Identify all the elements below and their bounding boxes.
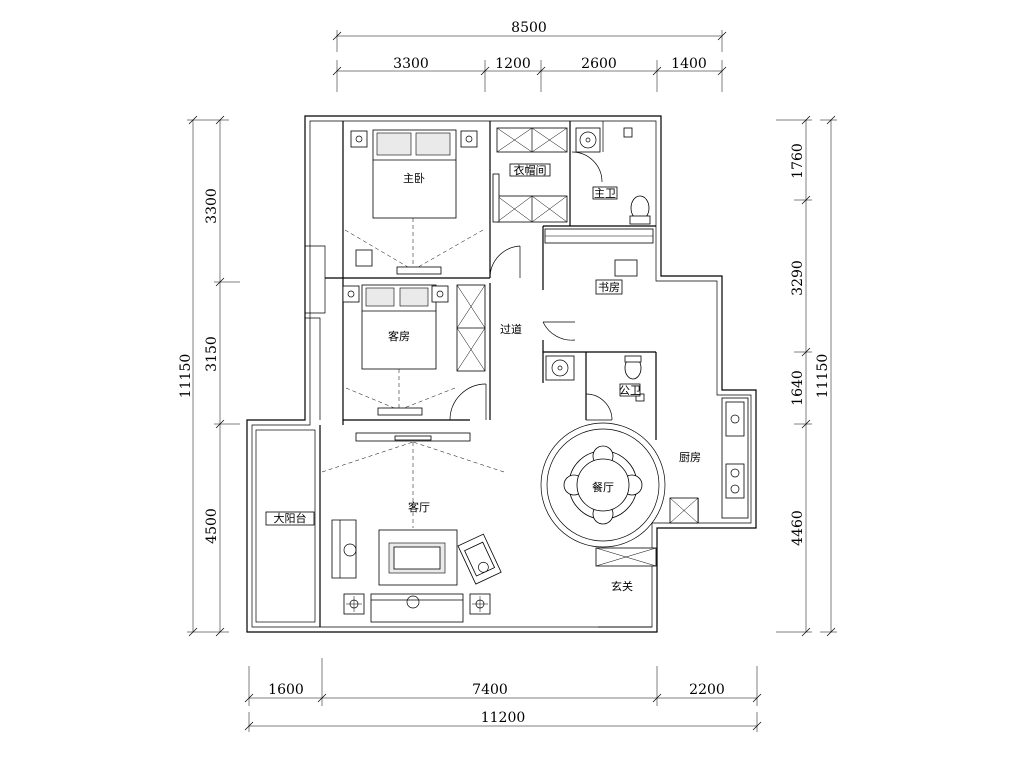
living-room-label: 客厅	[408, 500, 430, 514]
top-dimension-lines	[332, 30, 727, 92]
study-label: 书房	[598, 281, 620, 294]
left-total-dimension: 11150	[178, 354, 194, 399]
bottom-total-dimension: 11200	[481, 710, 526, 726]
interior-walls	[319, 121, 699, 627]
balcony-label: 大阳台	[274, 511, 307, 525]
left-dimension-3: 4500	[204, 508, 220, 544]
top-dimension-3: 2600	[581, 56, 617, 72]
master-bedroom-furniture	[344, 129, 484, 275]
left-dimension-1: 3300	[204, 188, 220, 224]
master-bath-fixtures	[571, 127, 651, 225]
kitchen-label: 厨房	[679, 451, 701, 464]
top-total-dimension: 8500	[511, 20, 547, 36]
guest-bedroom-label: 客房	[388, 329, 410, 343]
entrance-label: 玄关	[611, 579, 633, 593]
guest-bedroom-furniture	[342, 284, 487, 421]
top-dimension-4: 1400	[671, 56, 707, 72]
walk-in-closet-furniture	[489, 127, 568, 279]
bottom-dimension-1: 1600	[268, 682, 304, 698]
living-room-furniture	[321, 432, 505, 623]
top-dimension-2: 1200	[495, 56, 531, 72]
right-dimension-2: 3290	[790, 260, 806, 296]
dining-room-label: 餐厅	[592, 480, 614, 494]
top-dimension-1: 3300	[393, 56, 429, 72]
guest-bath-label-box	[619, 383, 641, 397]
kitchen-fixtures	[669, 397, 749, 524]
study-label-box	[595, 279, 623, 295]
right-dimension-3: 1640	[790, 370, 806, 406]
dining-room-furniture	[540, 422, 666, 567]
bottom-dimension-3: 2200	[689, 682, 725, 698]
balcony-area	[255, 429, 316, 623]
walk-in-closet-label: 衣帽间	[514, 163, 547, 177]
corridor-label: 过道	[500, 322, 522, 336]
master-bath-label: 主卫	[594, 187, 616, 200]
guest-bath-fixtures	[545, 355, 645, 421]
balcony-label-box	[265, 511, 315, 526]
master-bedroom-label: 主卧	[403, 172, 425, 185]
right-dimension-4: 4460	[790, 510, 806, 546]
left-dimension-2: 3150	[204, 336, 220, 372]
bottom-dimension-2: 7400	[472, 682, 508, 698]
guest-bath-label: 公卫	[619, 384, 641, 397]
walk-in-closet-label-box	[509, 163, 551, 177]
exterior-walls	[246, 115, 757, 633]
right-dimension-lines	[776, 115, 837, 637]
master-bath-label-box	[592, 186, 618, 200]
right-dimension-1: 1760	[790, 143, 806, 179]
study-furniture	[542, 228, 654, 341]
bottom-dimension-lines	[244, 658, 762, 732]
left-dimension-lines	[187, 115, 240, 637]
right-total-dimension: 11150	[815, 354, 831, 399]
